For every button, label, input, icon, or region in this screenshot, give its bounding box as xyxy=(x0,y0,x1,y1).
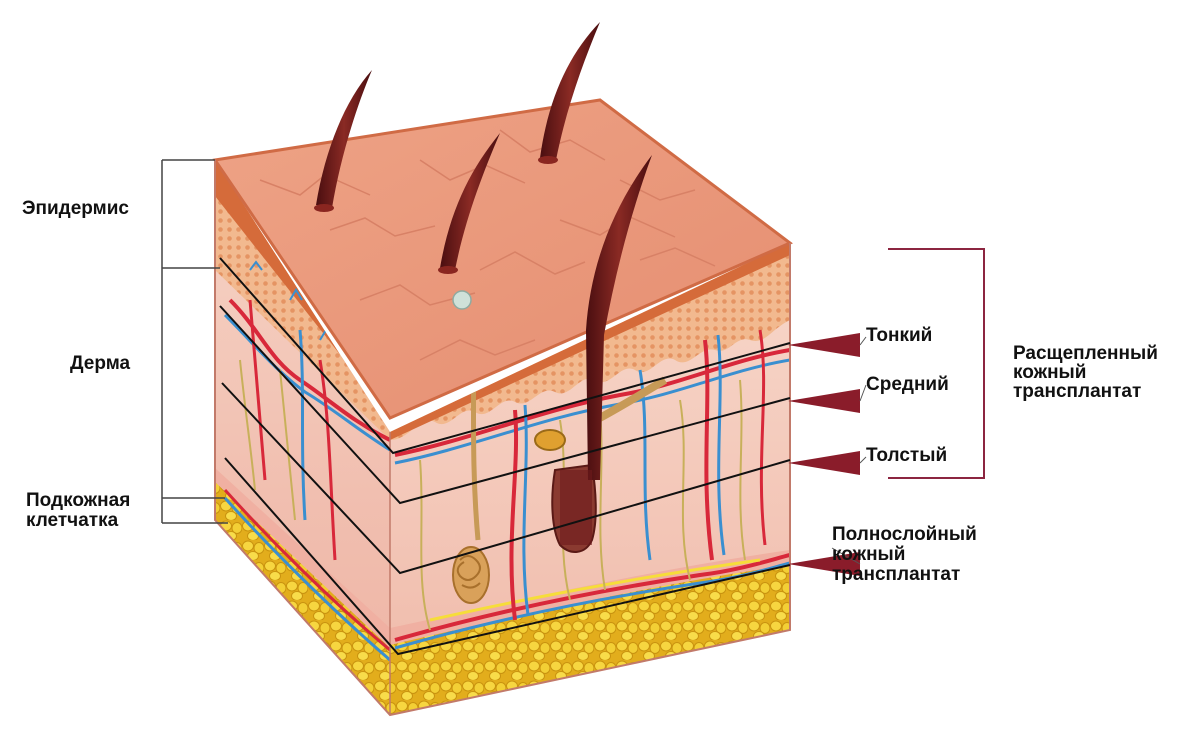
label-thin: Тонкий xyxy=(866,325,933,346)
cube-outline xyxy=(214,160,791,717)
front-face xyxy=(215,160,390,715)
marker-leaders xyxy=(831,336,867,565)
label-split-graft-3: трансплантат xyxy=(1013,381,1142,402)
label-full-graft-2: кожный xyxy=(832,544,906,565)
marker-full xyxy=(788,552,860,576)
depth-line-thick xyxy=(221,382,791,575)
label-dermis: Дерма xyxy=(70,353,131,374)
marker-medium xyxy=(788,389,860,413)
label-epidermis: Эпидермис xyxy=(22,198,129,219)
depth-line-medium xyxy=(219,305,791,505)
hairs xyxy=(314,22,652,545)
label-subcutaneous-2: клетчатка xyxy=(26,510,119,531)
label-full-graft-1: Полнослойный xyxy=(832,524,977,545)
label-split-graft-1: Расщепленный xyxy=(1013,343,1158,364)
label-full-graft-3: трансплантат xyxy=(832,564,961,585)
layer-brackets xyxy=(161,159,228,524)
graft-depth-lines xyxy=(219,257,791,656)
label-medium: Средний xyxy=(866,374,949,395)
label-subcutaneous-1: Подкожная xyxy=(26,490,131,511)
split-graft-bracket xyxy=(888,248,985,479)
marker-thick xyxy=(788,451,860,475)
depth-line-full xyxy=(224,457,791,656)
depth-markers xyxy=(788,333,860,576)
depth-line-thin xyxy=(219,257,791,455)
marker-thin xyxy=(788,333,860,357)
label-thick: Толстый xyxy=(866,445,948,466)
label-split-graft-2: кожный xyxy=(1013,362,1087,383)
